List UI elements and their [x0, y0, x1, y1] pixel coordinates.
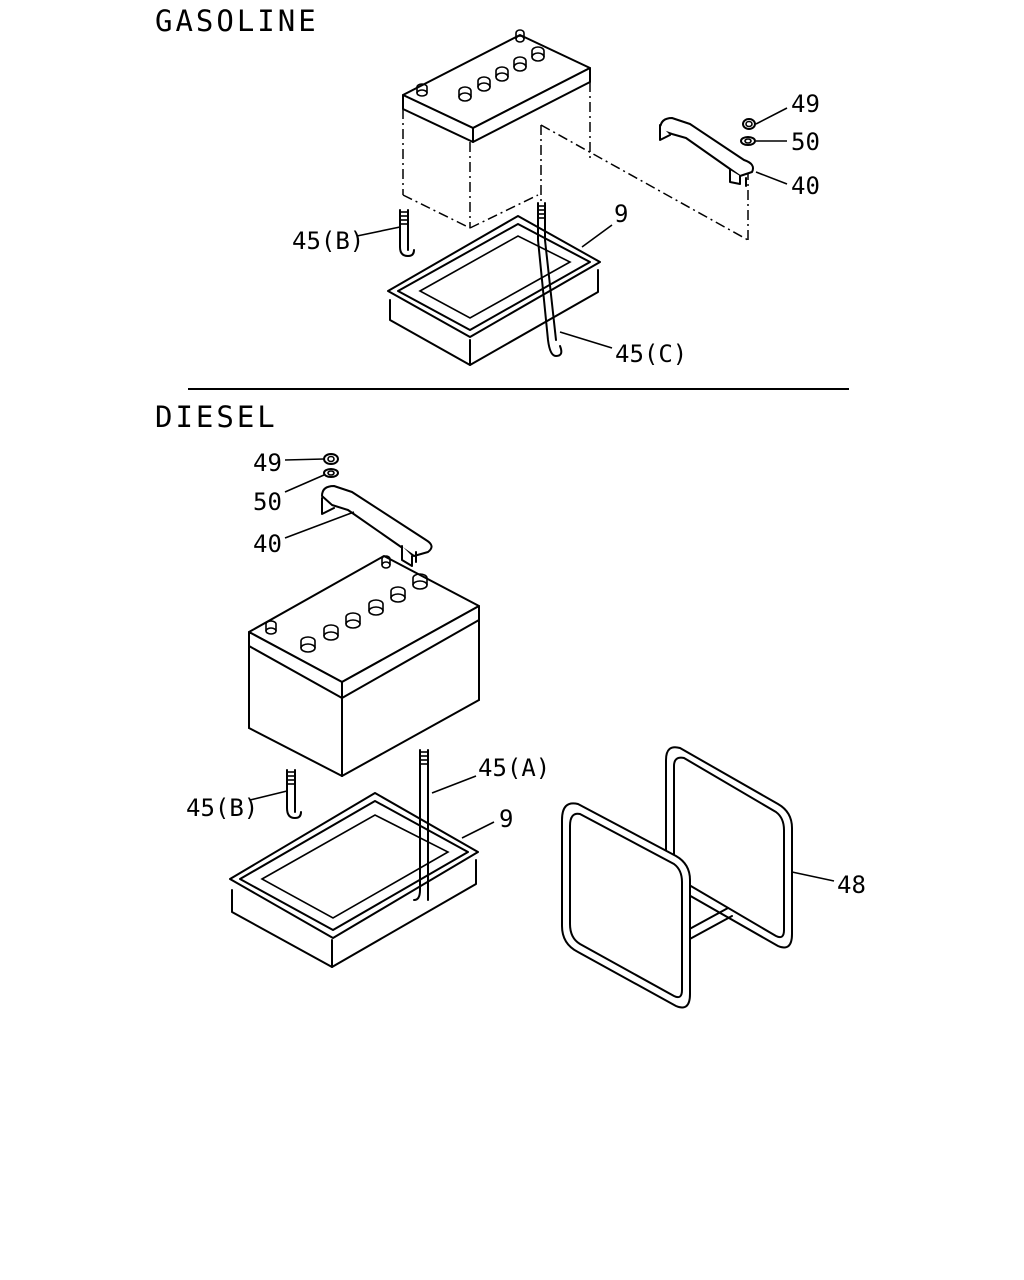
callout-gasoline-tray: 9 [614, 200, 628, 228]
diesel-bolt-a [413, 749, 429, 901]
gasoline-clamp [659, 117, 754, 187]
diesel-nut [323, 453, 339, 465]
callout-diesel-nut: 49 [253, 449, 282, 477]
gasoline-battery-tray [387, 215, 601, 366]
callout-gasoline-bolt-b: 45(B) [292, 227, 364, 255]
callout-diesel-frame: 48 [837, 871, 866, 899]
callout-gasoline-nut: 49 [791, 90, 820, 118]
diesel-battery-tray [229, 792, 479, 968]
diesel-leader-lines [249, 458, 835, 882]
callout-diesel-tray: 9 [499, 805, 513, 833]
callout-gasoline-washer: 50 [791, 128, 820, 156]
gasoline-nut [742, 118, 756, 130]
gasoline-bolt-c [537, 124, 749, 357]
gasoline-washer [740, 136, 756, 146]
diesel-clamp [321, 485, 433, 567]
diesel-washer [323, 468, 339, 478]
section-title-gasoline: GASOLINE [155, 4, 319, 38]
gasoline-bolt-b [399, 209, 415, 257]
callout-diesel-clamp: 40 [253, 530, 282, 558]
callout-diesel-washer: 50 [253, 488, 282, 516]
diesel-bolt-b [286, 769, 302, 819]
diesel-battery [248, 555, 480, 777]
gasoline-leader-lines [356, 107, 788, 349]
callout-diesel-bolt-b: 45(B) [186, 794, 258, 822]
gasoline-battery [402, 29, 591, 229]
section-title-diesel: DIESEL [155, 400, 278, 434]
callout-gasoline-clamp: 40 [791, 172, 820, 200]
diesel-battery-frame [561, 746, 793, 1009]
callout-gasoline-bolt-c: 45(C) [615, 340, 687, 368]
callout-diesel-bolt-a: 45(A) [478, 754, 550, 782]
